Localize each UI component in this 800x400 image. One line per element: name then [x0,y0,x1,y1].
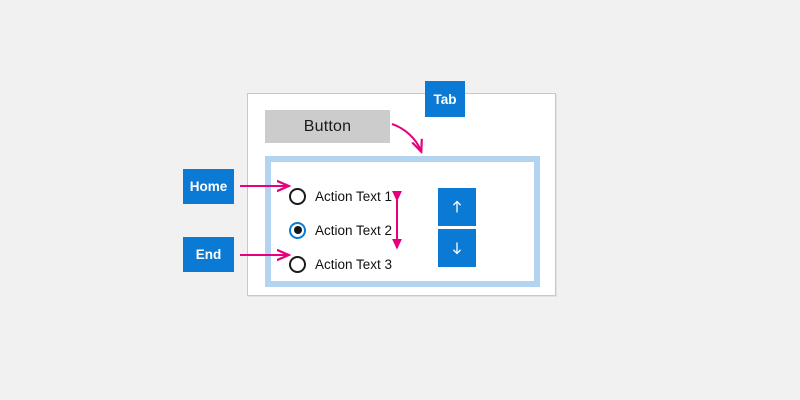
radio-unchecked-icon[interactable] [289,255,306,273]
up-arrow-icon [447,197,467,217]
down-arrow-icon [447,238,467,258]
push-button-label: Button [303,117,352,135]
radio-option-2[interactable]: Action Text 2 [289,213,439,247]
dialog-window: Button Action Text 1 Action Text 2 Actio… [247,93,556,296]
key-badge-home-label: Home [189,179,228,194]
key-badge-tab-label: Tab [433,91,457,107]
radio-group[interactable]: Action Text 1 Action Text 2 Action Text … [289,179,439,281]
radio-option-1-label: Action Text 1 [315,188,393,204]
key-badge-tab: Tab [425,81,465,117]
reorder-buttons [438,188,476,267]
key-badge-home: Home [183,169,234,204]
radio-option-2-label: Action Text 2 [315,222,393,238]
move-down-button[interactable] [438,229,476,267]
radio-option-1[interactable]: Action Text 1 [289,179,439,213]
radio-unchecked-icon[interactable] [289,187,306,205]
move-up-button[interactable] [438,188,476,226]
key-badge-end: End [183,237,234,272]
radio-option-3-label: Action Text 3 [315,256,393,272]
radio-checked-icon[interactable] [289,221,306,239]
radio-option-3[interactable]: Action Text 3 [289,247,439,281]
push-button[interactable]: Button [265,110,390,143]
key-badge-end-label: End [195,247,222,262]
focus-frame: Action Text 1 Action Text 2 Action Text … [265,156,540,287]
